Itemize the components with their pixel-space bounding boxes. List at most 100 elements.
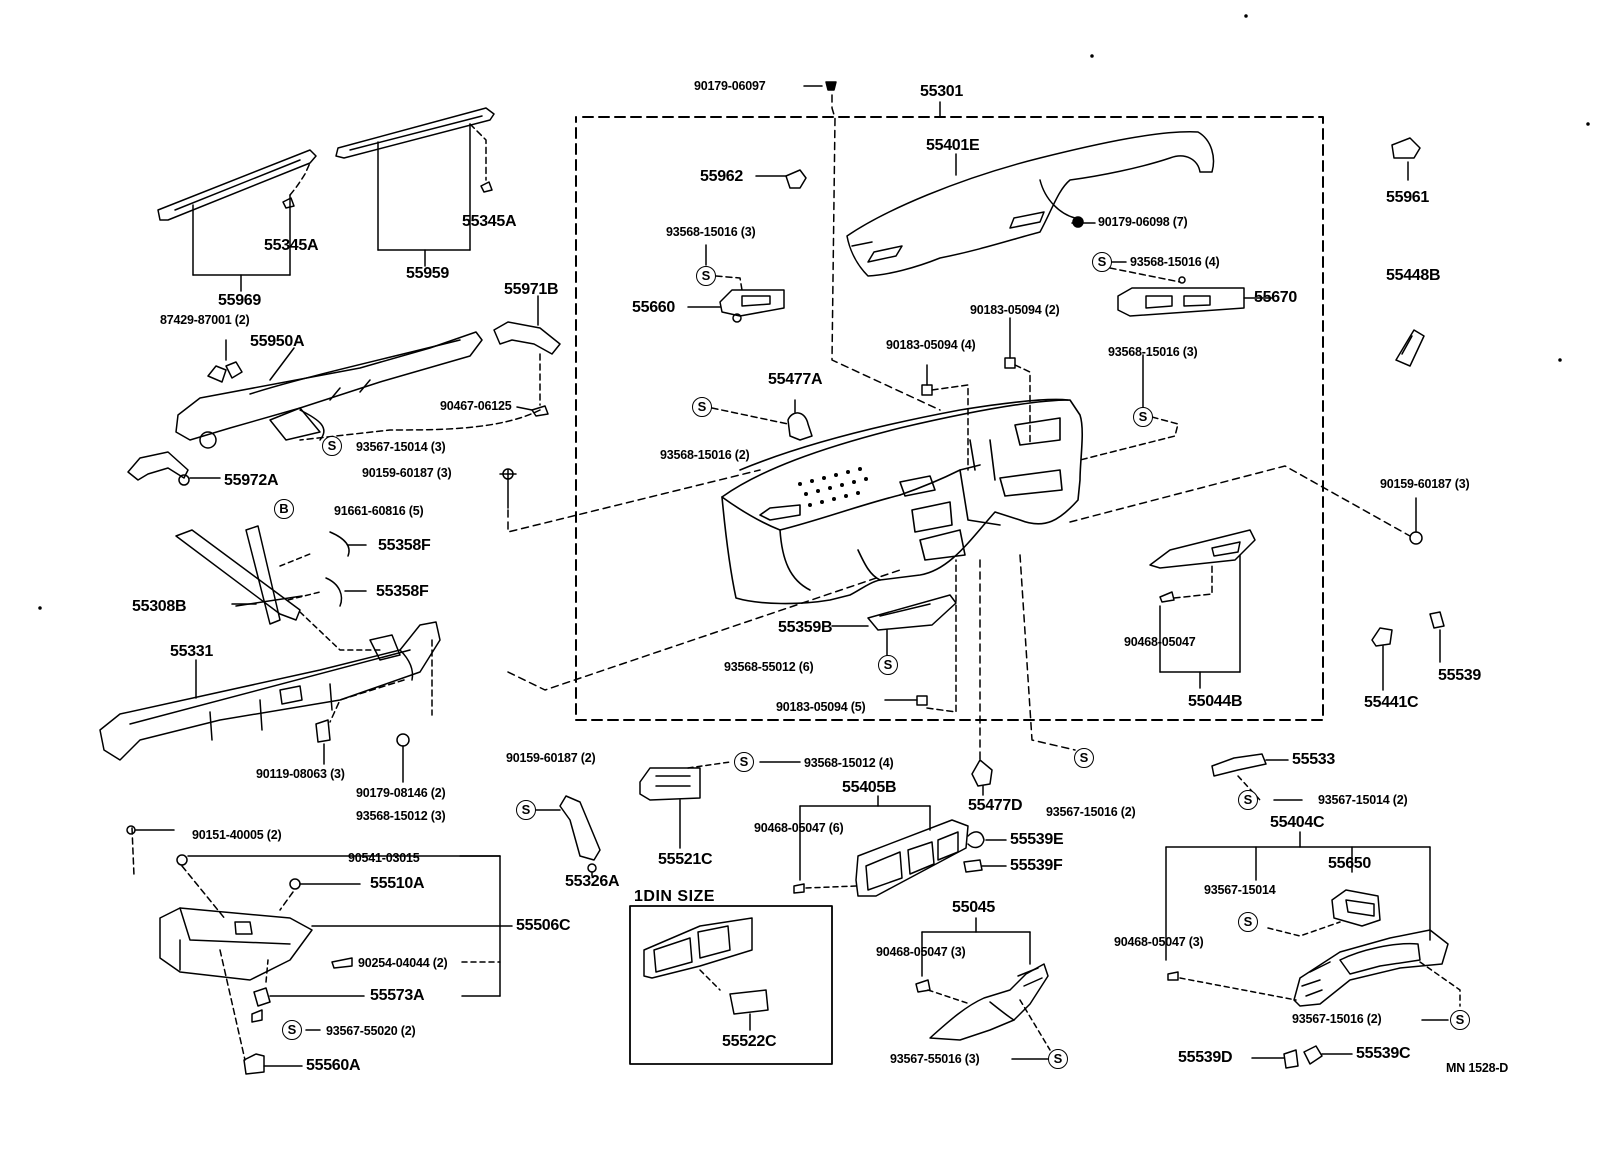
label-55539C: 55539C	[1356, 1045, 1411, 1062]
screw-symbol: S	[1074, 748, 1094, 768]
screw-symbol: S	[878, 655, 898, 675]
label-55404C: 55404C	[1270, 814, 1325, 831]
screw-symbol: S	[692, 397, 712, 417]
screw-symbol: S	[1238, 790, 1258, 810]
label-55345A-right: 55345A	[462, 213, 517, 230]
label-90151-40005: 90151-40005 (2)	[192, 828, 282, 842]
label-91661-60816: 91661-60816 (5)	[334, 504, 424, 518]
label-90179-08146: 90179-08146 (2)	[356, 786, 446, 800]
label-55308B: 55308B	[132, 598, 187, 615]
label-93567-15016-2b: 93567-15016 (2)	[1292, 1012, 1382, 1026]
screw-symbol: S	[696, 266, 716, 286]
label-55510A: 55510A	[370, 875, 425, 892]
label-55506C: 55506C	[516, 917, 571, 934]
screw-symbol: S	[1238, 912, 1258, 932]
label-90159-60187-2: 90159-60187 (2)	[506, 751, 596, 765]
bezel-55405B	[855, 819, 969, 897]
label-55533: 55533	[1292, 751, 1335, 768]
label-93567-15016-2a: 93567-15016 (2)	[1046, 805, 1136, 819]
label-90159-60187-3-left: 90159-60187 (3)	[362, 466, 452, 480]
label-55521C: 55521C	[658, 851, 713, 868]
label-90183-05094-4: 90183-05094 (4)	[886, 338, 976, 352]
cover-55045	[929, 963, 1049, 1041]
label-90183-05094-5: 90183-05094 (5)	[776, 700, 866, 714]
label-55539F: 55539F	[1010, 857, 1063, 874]
label-55539D: 55539D	[1178, 1049, 1233, 1066]
label-55477D: 55477D	[968, 797, 1023, 814]
label-55959: 55959	[406, 265, 449, 282]
screw-symbol: S	[1092, 252, 1112, 272]
label-90159-60187-3-right: 90159-60187 (3)	[1380, 477, 1470, 491]
screw-symbol: S	[1450, 1010, 1470, 1030]
vent-55650	[1331, 889, 1381, 927]
label-55045: 55045	[952, 899, 995, 916]
label-55962: 55962	[700, 168, 743, 185]
label-55660: 55660	[632, 299, 675, 316]
label-55950A: 55950A	[250, 333, 305, 350]
label-90468-05047-6: 90468-05047 (6)	[754, 821, 844, 835]
label-55044B: 55044B	[1188, 693, 1243, 710]
label-55405B: 55405B	[842, 779, 897, 796]
frame-55308B	[175, 525, 303, 625]
bolt-symbol: B	[274, 499, 294, 519]
label-55301: 55301	[920, 83, 963, 100]
label-90254-04044: 90254-04044 (2)	[358, 956, 448, 970]
label-55573A: 55573A	[370, 987, 425, 1004]
label-90468-05047-right: 90468-05047	[1124, 635, 1196, 649]
screw-symbol: S	[1048, 1049, 1068, 1069]
label-93568-55012-6: 93568-55012 (6)	[724, 660, 814, 674]
label-55477A: 55477A	[768, 371, 823, 388]
label-55969: 55969	[218, 292, 261, 309]
label-55331: 55331	[170, 643, 213, 660]
label-93568-15012-4: 93568-15012 (4)	[804, 756, 894, 770]
label-55401E: 55401E	[926, 137, 980, 154]
din-size-box	[629, 905, 833, 1065]
label-55972A: 55972A	[224, 472, 279, 489]
screw-symbol: S	[282, 1020, 302, 1040]
label-55971B: 55971B	[504, 281, 559, 298]
vent-55660	[719, 289, 785, 323]
label-93568-15016-3a: 93568-15016 (3)	[666, 225, 756, 239]
label-93567-15014-3: 93567-15014 (3)	[356, 440, 446, 454]
label-90183-05094-2: 90183-05094 (2)	[970, 303, 1060, 317]
label-90179-06097: 90179-06097	[694, 79, 766, 93]
frame-55331	[99, 621, 441, 761]
label-93567-55016: 93567-55016 (3)	[890, 1052, 980, 1066]
cluster-bezel-55404C	[1293, 929, 1449, 1007]
label-55358F-a: 55358F	[378, 537, 431, 554]
label-87429-87001: 87429-87001 (2)	[160, 313, 250, 327]
duct-55950A	[175, 331, 483, 449]
label-90119-08063: 90119-08063 (3)	[256, 767, 345, 781]
label-90541-03015: 90541-03015	[348, 851, 420, 865]
label-93567-15014-2: 93567-15014 (2)	[1318, 793, 1408, 807]
label-90468-05047-3a: 90468-05047 (3)	[876, 945, 966, 959]
label-90467-06125: 90467-06125	[440, 399, 512, 413]
trim-55959	[335, 107, 495, 159]
screw-symbol: S	[516, 800, 536, 820]
dashboard-panel	[721, 398, 1084, 605]
label-93568-15012-3: 93568-15012 (3)	[356, 809, 446, 823]
label-55448B: 55448B	[1386, 267, 1441, 284]
din-size-title: 1DIN SIZE	[634, 888, 715, 905]
label-55522C: 55522C	[722, 1033, 777, 1050]
screw-symbol: S	[322, 436, 342, 456]
screw-symbol: S	[734, 752, 754, 772]
dash-pad-part	[846, 131, 1215, 277]
label-93567-15014: 93567-15014	[1204, 883, 1276, 897]
label-90179-06098: 90179-06098 (7)	[1098, 215, 1188, 229]
label-55441C: 55441C	[1364, 694, 1419, 711]
main-assembly-frame	[575, 116, 1324, 721]
vent-55670	[1117, 276, 1245, 317]
label-55670: 55670	[1254, 289, 1297, 306]
label-93567-55020: 93567-55020 (2)	[326, 1024, 416, 1038]
label-55326A: 55326A	[565, 873, 620, 890]
label-93568-15016-4: 93568-15016 (4)	[1130, 255, 1220, 269]
diagram-code: MN 1528-D	[1446, 1061, 1509, 1075]
label-55539E: 55539E	[1010, 831, 1064, 848]
label-93568-15016-2: 93568-15016 (2)	[660, 448, 750, 462]
label-55961: 55961	[1386, 189, 1429, 206]
label-55359B: 55359B	[778, 619, 833, 636]
trim-55969	[157, 149, 317, 221]
